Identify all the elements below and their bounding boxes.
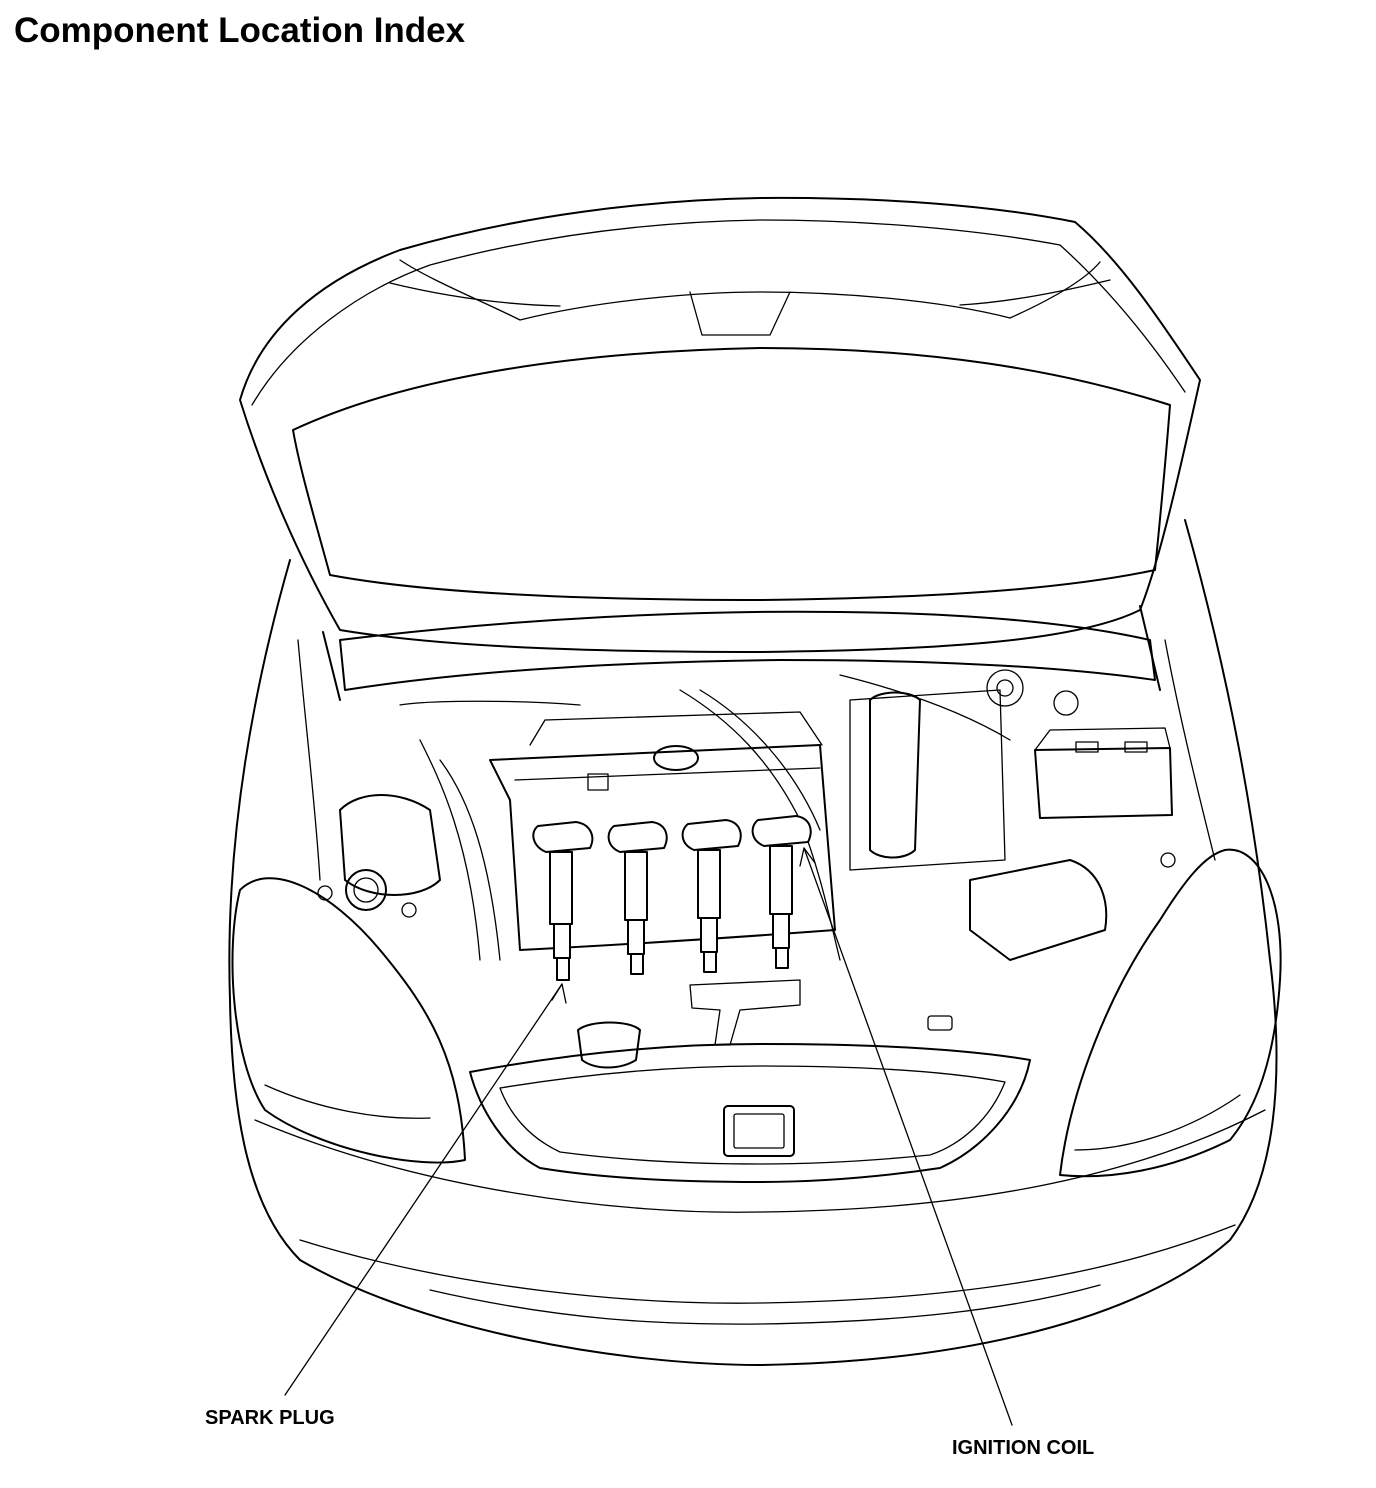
ignition-coil-3: [681, 819, 742, 973]
spark-plug-label: SPARK PLUG: [205, 1407, 335, 1429]
battery: [1034, 747, 1173, 819]
ignition-coil-label: IGNITION COIL: [952, 1437, 1095, 1459]
hood-inner-panel: [292, 347, 1171, 601]
headlight-right: [1059, 848, 1282, 1178]
ignition-coil-2: [607, 821, 668, 975]
page-title: Component Location Index: [14, 11, 466, 50]
honda-emblem-icon: [723, 1105, 795, 1157]
coolant-cap: [345, 869, 387, 911]
car-body-outline: [228, 519, 1278, 1366]
ignition-coil-leader: [803, 847, 1013, 1426]
spark-plug-leader: [284, 983, 563, 1396]
hood-outer: [239, 196, 1201, 653]
oil-filler-cap: [653, 745, 699, 771]
grille: [469, 1043, 1031, 1183]
headlight-left: [231, 877, 466, 1164]
engine-cylinder-head: [489, 744, 836, 951]
ignition-coil-1: [532, 821, 594, 981]
ignition-coil-4: [751, 815, 812, 969]
